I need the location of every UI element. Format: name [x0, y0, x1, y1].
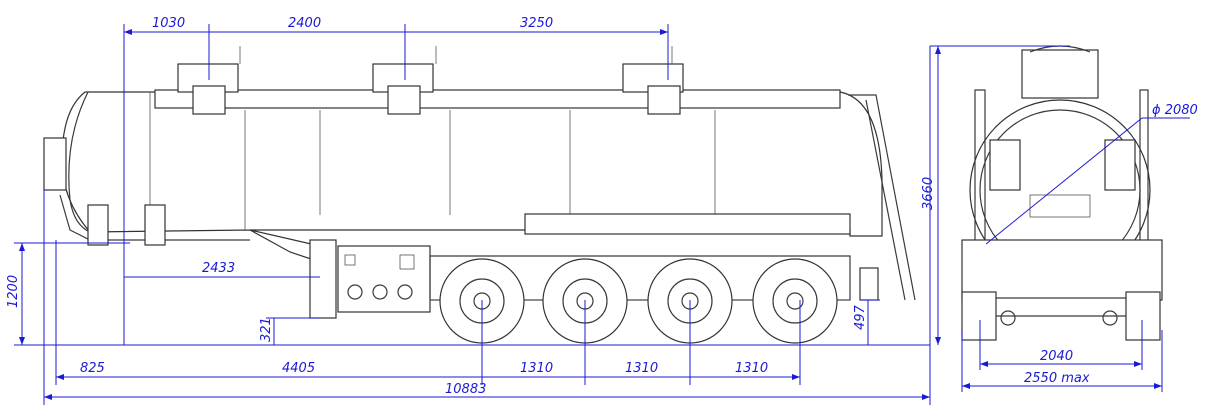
dim-10883: 10883: [445, 382, 486, 397]
dim-2400: 2400: [288, 16, 321, 31]
tank-front-end: [68, 91, 91, 233]
rear-chassis: [961, 239, 1163, 301]
dim-1310-a: 1310: [520, 361, 553, 376]
dim-3250: 3250: [520, 16, 553, 31]
front-box: [43, 137, 67, 191]
top-walkway: [154, 89, 841, 109]
dim-497: 497: [853, 304, 868, 330]
landing-gear: [309, 239, 337, 319]
dim-1030: 1030: [152, 16, 185, 31]
rear-wheel-right: [1125, 291, 1161, 341]
rear-hatch: [1021, 49, 1099, 99]
chassis-rack: [524, 213, 851, 235]
dim-3660: 3660: [921, 177, 936, 210]
tank-body: [61, 91, 883, 263]
dim-2433: 2433: [202, 261, 235, 276]
rear-view: [961, 45, 1163, 341]
dim-2040: 2040: [1040, 349, 1073, 364]
rear-bumper: [859, 267, 879, 301]
dim-321: 321: [259, 317, 274, 342]
wheel-4: [752, 258, 838, 344]
rear-ladder: [848, 94, 916, 301]
dim-1310-c: 1310: [735, 361, 768, 376]
dim-825: 825: [80, 361, 105, 376]
dim-4405: 4405: [282, 361, 315, 376]
dim-2550-max: 2550 max: [1024, 371, 1090, 386]
dimension-lines: [14, 24, 1190, 405]
control-cabinet: [337, 245, 431, 313]
rear-wheel-left: [961, 291, 997, 341]
dimension-labels: 1030 2400 3250 2433 1200 321 497 825 440…: [6, 16, 1198, 397]
dim-diameter-2080: ϕ 2080: [1152, 103, 1198, 118]
dim-1200: 1200: [6, 275, 21, 308]
dim-1310-b: 1310: [625, 361, 658, 376]
side-view: [43, 46, 916, 344]
